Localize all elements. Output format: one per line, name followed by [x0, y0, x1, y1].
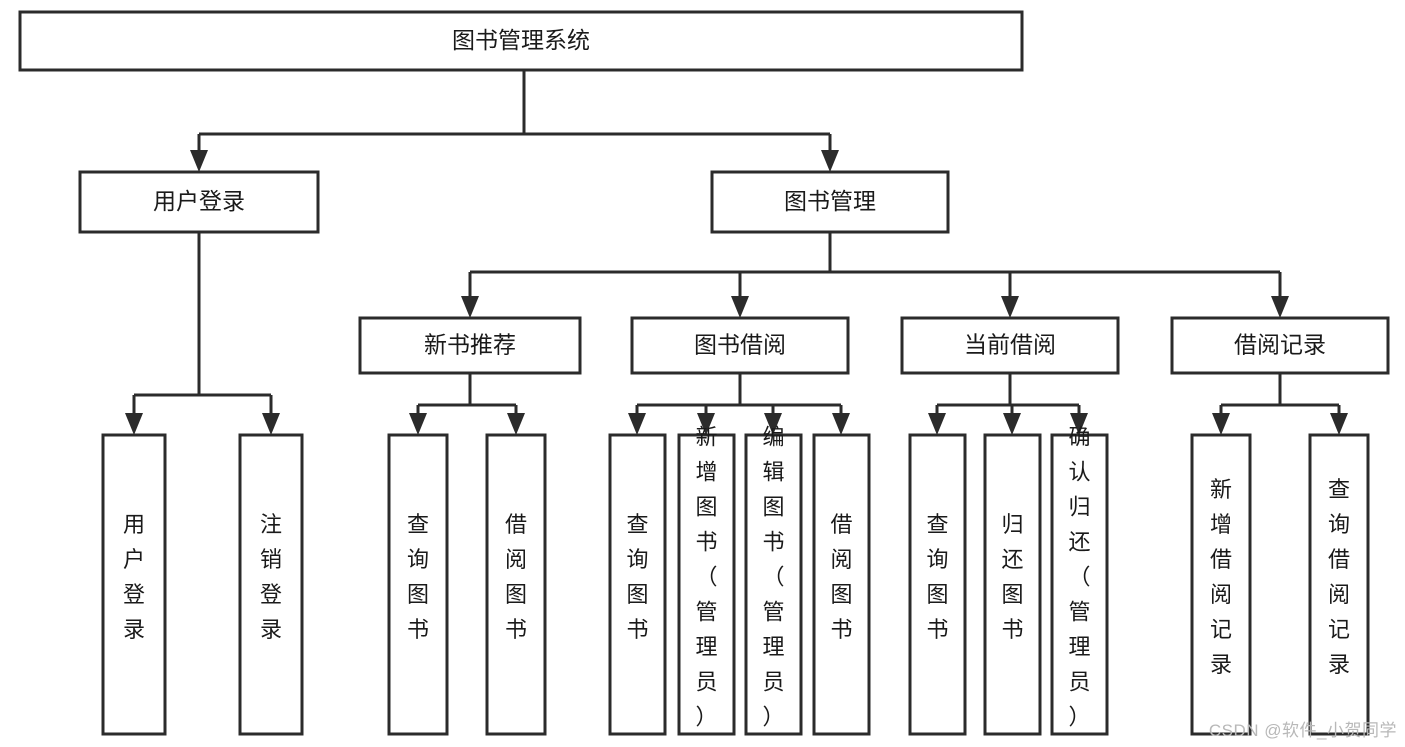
- level3-node-book-borrow[interactable]: 图书借阅: [630, 316, 850, 375]
- node-box[interactable]: [1190, 433, 1252, 736]
- root-node-root[interactable]: 图书管理系统: [18, 10, 1024, 72]
- leaf-node-leaf-borrow-book-borrow[interactable]: 借阅图书: [812, 433, 871, 736]
- node-box[interactable]: [744, 433, 803, 736]
- node-box[interactable]: [18, 10, 1024, 72]
- connector-borrow-records-to-leaves: [1212, 373, 1348, 435]
- node-label: 图书借阅: [694, 332, 786, 358]
- node-box[interactable]: [983, 433, 1042, 736]
- node-label: 注销登录: [260, 512, 282, 642]
- arrow-head-icon: [731, 296, 749, 318]
- arrow-head-icon: [628, 413, 646, 435]
- node-label: 借阅图书: [830, 512, 852, 642]
- arrow-head-icon: [928, 413, 946, 435]
- nodes-layer: 图书管理系统用户登录图书管理新书推荐图书借阅当前借阅借阅记录用户登录注销登录查询…: [18, 10, 1390, 736]
- leaf-node-leaf-user-login[interactable]: 用户登录: [101, 433, 167, 736]
- node-box[interactable]: [78, 170, 320, 234]
- node-box[interactable]: [630, 316, 850, 375]
- leaf-node-leaf-confirm-return-admin[interactable]: 确认归还（管理员）: [1050, 425, 1109, 736]
- node-box[interactable]: [812, 433, 871, 736]
- level2-node-book-management[interactable]: 图书管理: [710, 170, 950, 234]
- connector-book-management-to-level3: [461, 232, 1289, 318]
- connector-book-borrow-to-leaves: [628, 373, 850, 435]
- arrow-head-icon: [1330, 413, 1348, 435]
- watermark-text: CSDN @软件_小贺同学: [1208, 721, 1397, 740]
- node-box[interactable]: [485, 433, 547, 736]
- leaf-node-leaf-add-book-admin[interactable]: 新增图书（管理员）: [677, 425, 736, 736]
- node-label: 图书管理系统: [452, 27, 590, 53]
- node-label: 用户登录: [153, 188, 245, 214]
- leaf-node-leaf-query-book-rec[interactable]: 查询图书: [387, 433, 449, 736]
- arrow-head-icon: [1003, 413, 1021, 435]
- node-label: 新增借阅记录: [1210, 477, 1232, 677]
- level2-node-user-login[interactable]: 用户登录: [78, 170, 320, 234]
- connectors-layer: [125, 70, 1348, 435]
- level3-node-current-borrow[interactable]: 当前借阅: [900, 316, 1120, 375]
- connector-root-to-level2: [190, 70, 839, 172]
- node-label: 确认归还（管理员）: [1068, 425, 1090, 730]
- leaf-node-leaf-edit-book-admin[interactable]: 编辑图书（管理员）: [744, 425, 803, 736]
- arrow-head-icon: [1212, 413, 1230, 435]
- level3-node-new-book-recommend[interactable]: 新书推荐: [358, 316, 582, 375]
- leaf-node-leaf-query-borrow-record[interactable]: 查询借阅记录: [1308, 433, 1370, 736]
- arrow-head-icon: [461, 296, 479, 318]
- arrow-head-icon: [507, 413, 525, 435]
- node-box[interactable]: [608, 433, 667, 736]
- arrow-head-icon: [125, 413, 143, 435]
- node-box[interactable]: [1050, 433, 1109, 736]
- node-box[interactable]: [1170, 316, 1390, 375]
- arrow-head-icon: [821, 150, 839, 172]
- node-label: 查询图书: [926, 512, 948, 642]
- node-box[interactable]: [900, 316, 1120, 375]
- node-box[interactable]: [908, 433, 967, 736]
- arrow-head-icon: [832, 413, 850, 435]
- level3-node-borrow-records[interactable]: 借阅记录: [1170, 316, 1390, 375]
- connector-new-book-recommend-to-leaves: [409, 373, 525, 435]
- node-box[interactable]: [387, 433, 449, 736]
- node-label: 查询图书: [626, 512, 648, 642]
- node-label: 新增图书（管理员）: [695, 425, 717, 730]
- node-label: 查询图书: [407, 512, 429, 642]
- node-label: 新书推荐: [424, 332, 516, 358]
- node-box[interactable]: [101, 433, 167, 736]
- arrow-head-icon: [1001, 296, 1019, 318]
- node-label: 图书管理: [784, 188, 876, 214]
- node-label: 归还图书: [1001, 512, 1023, 642]
- leaf-node-leaf-add-borrow-record[interactable]: 新增借阅记录: [1190, 433, 1252, 736]
- node-label: 借阅图书: [505, 512, 527, 642]
- connector-current-borrow-to-leaves: [928, 373, 1088, 435]
- node-box[interactable]: [358, 316, 582, 375]
- arrow-head-icon: [1271, 296, 1289, 318]
- connector-user-login-to-leaves: [125, 232, 280, 435]
- arrow-head-icon: [262, 413, 280, 435]
- arrow-head-icon: [1070, 413, 1088, 435]
- leaf-node-leaf-borrow-book-rec[interactable]: 借阅图书: [485, 433, 547, 736]
- node-box[interactable]: [677, 433, 736, 736]
- node-box[interactable]: [238, 433, 304, 736]
- node-box[interactable]: [1308, 433, 1370, 736]
- node-label: 编辑图书（管理员）: [762, 425, 784, 730]
- node-box[interactable]: [710, 170, 950, 234]
- arrow-head-icon: [697, 413, 715, 435]
- leaf-node-leaf-query-book-borrow[interactable]: 查询图书: [608, 433, 667, 736]
- node-label: 查询借阅记录: [1328, 477, 1350, 677]
- node-label: 当前借阅: [964, 332, 1056, 358]
- arrow-head-icon: [764, 413, 782, 435]
- arrow-head-icon: [409, 413, 427, 435]
- leaf-node-leaf-query-book-current[interactable]: 查询图书: [908, 433, 967, 736]
- arrow-head-icon: [190, 150, 208, 172]
- leaf-node-leaf-logout-login[interactable]: 注销登录: [238, 433, 304, 736]
- node-label: 用户登录: [123, 512, 145, 642]
- node-label: 借阅记录: [1234, 332, 1326, 358]
- leaf-node-leaf-return-book[interactable]: 归还图书: [983, 433, 1042, 736]
